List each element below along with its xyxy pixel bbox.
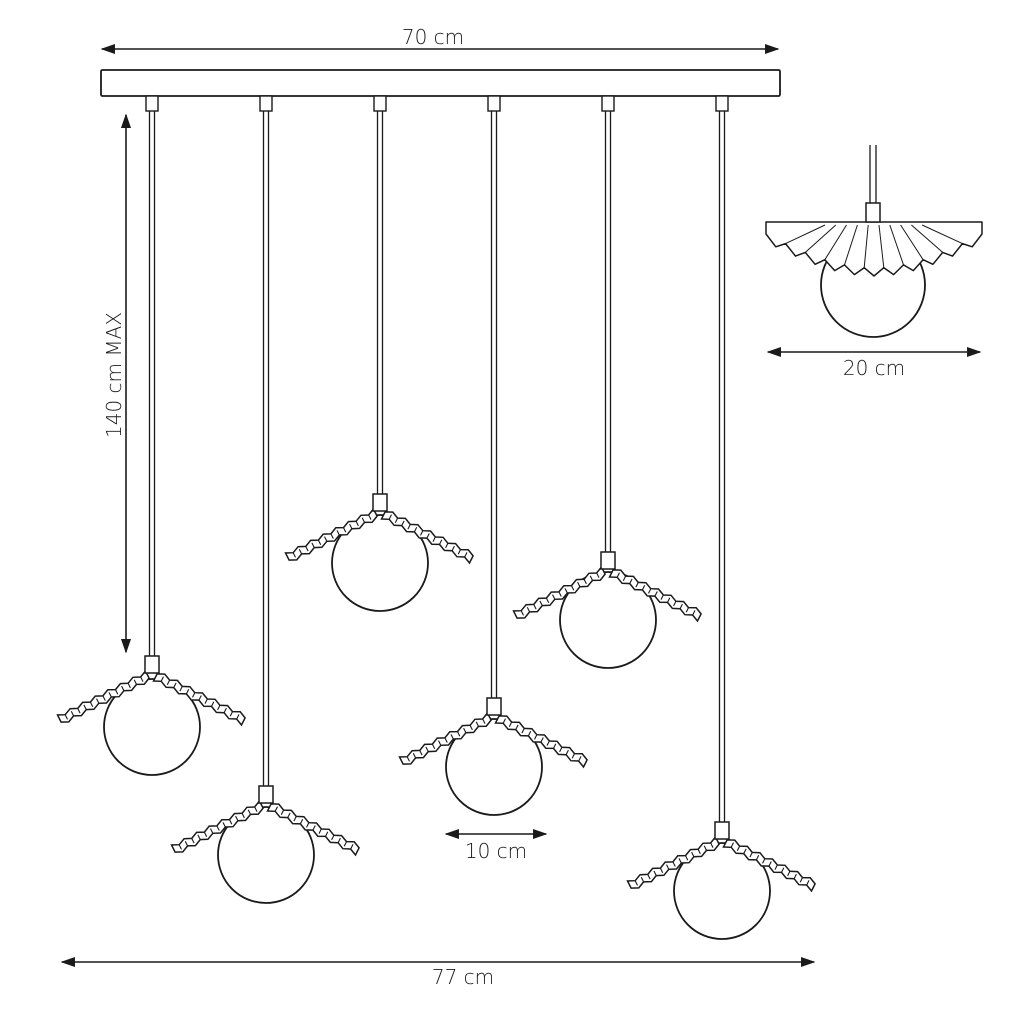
max-drop-label: 140 cm MAX <box>102 312 126 438</box>
shade-arm-left-pleats <box>64 676 144 720</box>
max-drop-dimension: 140 cm MAX <box>102 113 132 654</box>
globe-diameter-dimension: 10 cm <box>444 828 548 863</box>
shade-arm-left-pleats <box>406 718 486 762</box>
pendant-socket <box>372 493 388 512</box>
shade-arm-right-pleats <box>730 842 810 886</box>
ceiling-canopy <box>100 69 781 97</box>
shade-arm-left-pleats <box>634 842 714 886</box>
globe-bulb <box>103 678 201 776</box>
pendant-socket <box>258 785 274 804</box>
shade-diameter-label: 20 cm <box>843 356 905 380</box>
detail-socket <box>865 202 881 223</box>
pendant-socket <box>714 821 730 840</box>
shade-arm-right-pleats <box>616 572 696 616</box>
shade-arm-right-pleats <box>160 676 240 720</box>
pendant-2 <box>170 95 360 904</box>
pendant-group <box>56 95 816 940</box>
pendant-1 <box>56 95 246 776</box>
pendant-socket <box>144 655 160 674</box>
pendant-socket <box>600 551 616 570</box>
globe-bulb <box>445 718 543 816</box>
pendant-3 <box>284 95 474 612</box>
globe-bulb <box>559 571 657 669</box>
canopy-width-label: 70 cm <box>402 25 464 49</box>
shade-arm-right-pleats <box>274 806 354 850</box>
shade-arm-right-pleats <box>388 514 468 558</box>
detail-shade-folds <box>785 224 963 268</box>
detail-pleated-shade <box>765 221 983 277</box>
pendant-connector <box>715 95 729 112</box>
pendant-connector <box>601 95 615 112</box>
pendant-connector <box>373 95 387 112</box>
shade-arm-left-pleats <box>520 572 600 616</box>
pendant-4 <box>398 95 588 816</box>
pendant-connector <box>259 95 273 112</box>
overall-width-label: 77 cm <box>432 965 494 989</box>
pendant-socket <box>486 697 502 716</box>
shade-arm-left-pleats <box>178 806 258 850</box>
globe-bulb <box>673 842 771 940</box>
globe-bulb <box>217 806 315 904</box>
shade-arm-left-pleats <box>292 514 372 558</box>
pendant-5 <box>512 95 702 669</box>
pendant-connector <box>145 95 159 112</box>
globe-bulb <box>331 514 429 612</box>
pendant-6 <box>626 95 816 940</box>
pendant-connector <box>487 95 501 112</box>
canopy-width-dimension: 70 cm <box>100 25 780 55</box>
overall-width-dimension: 77 cm <box>60 956 816 989</box>
shade-diameter-dimension: 20 cm <box>766 346 982 380</box>
globe-diameter-label: 10 cm <box>465 839 527 863</box>
shade-arm-right-pleats <box>502 718 582 762</box>
shade-detail-view <box>765 145 983 338</box>
